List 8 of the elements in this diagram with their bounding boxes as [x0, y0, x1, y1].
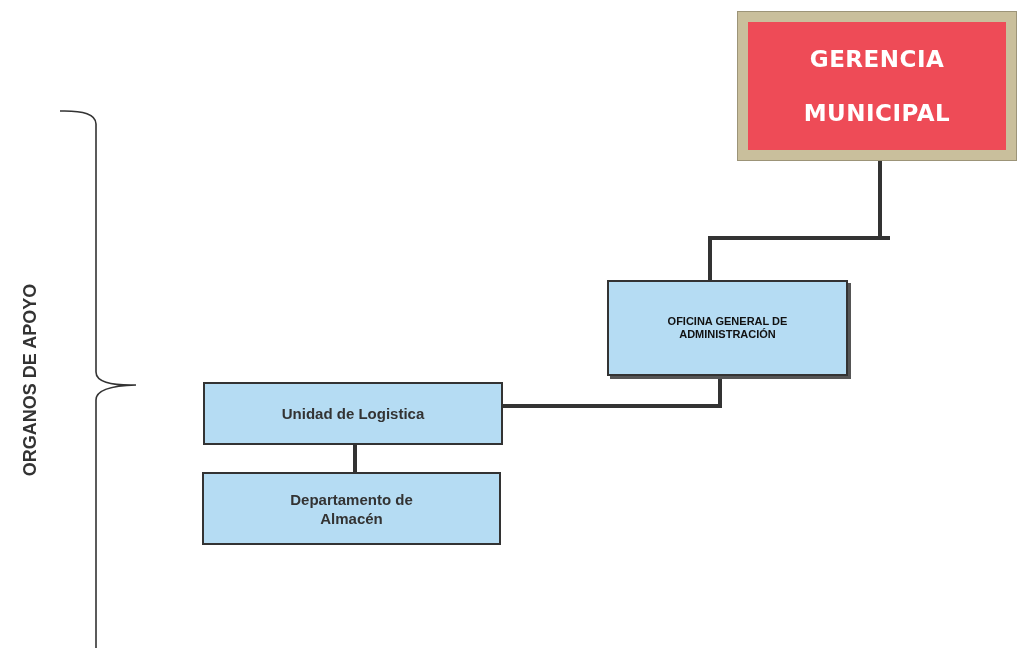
management-box: GERENCIA MUNICIPAL [738, 12, 1016, 160]
connector-line [353, 445, 357, 472]
group-label: ORGANOS DE APOYO [19, 282, 41, 479]
department-box: OFICINA GENERAL DE ADMINISTRACIÓN [607, 280, 848, 376]
connector-line [708, 158, 892, 282]
department-box: Departamento de Almacén [202, 472, 501, 545]
department-box: Unidad de Logistica [203, 382, 503, 445]
connector-line [503, 376, 722, 408]
